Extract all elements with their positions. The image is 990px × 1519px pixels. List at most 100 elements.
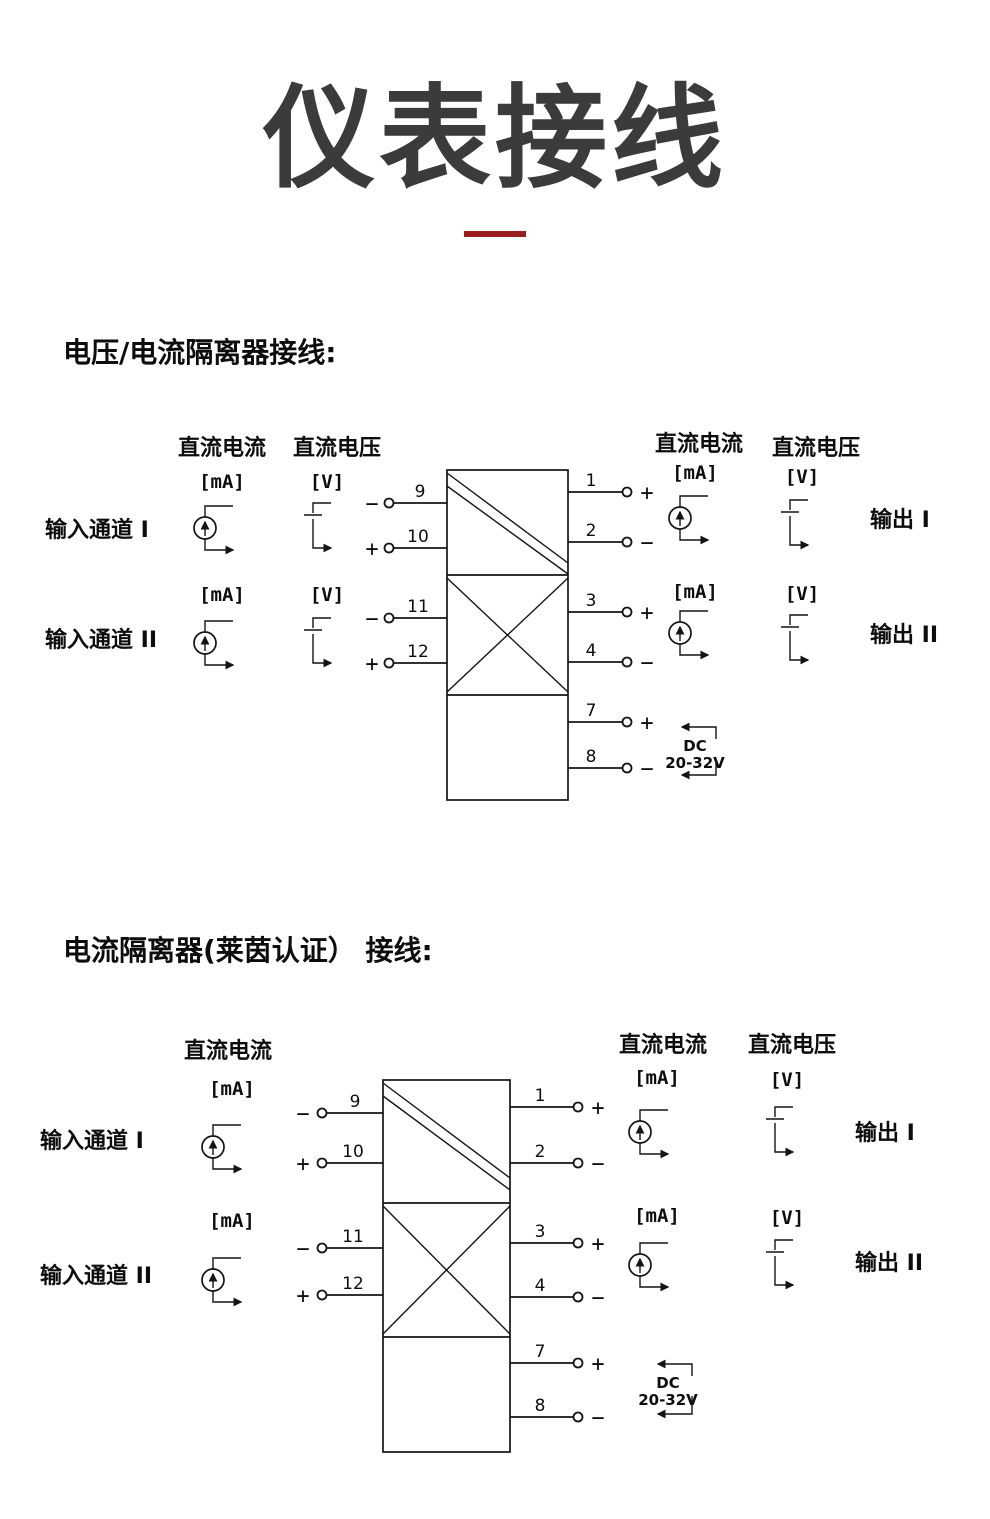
input1-voltage-source-icon [304,502,333,553]
terminal-number-8: 8 [586,747,597,767]
dc-power-label: DC [656,1374,679,1392]
terminal-number-9: 9 [350,1092,361,1112]
terminal-number-1: 1 [535,1086,546,1106]
label-input-channel-2: 输入通道 II [40,1263,152,1289]
polarity-plus: + [591,1096,604,1121]
label-input-dc-current: 直流电流 [178,435,266,461]
unit-ma-input2: [mA] [199,584,245,606]
section2-heading: 电流隔离器(莱茵认证） 接线: [63,934,433,967]
output2-current-source-icon [628,1242,670,1292]
title-underline [464,231,526,237]
dc-power-supply: DC 20-32V [638,1359,698,1419]
terminal-number-12: 12 [407,642,429,662]
polarity-minus: − [640,651,653,676]
label-input-dc-current: 直流电流 [184,1038,272,1064]
terminal-number-4: 4 [535,1276,546,1296]
polarity-minus: − [640,757,653,782]
polarity-plus: + [296,1284,309,1309]
unit-v-output2: [V] [770,1207,804,1229]
terminal-number-3: 3 [586,591,597,611]
polarity-minus: − [640,531,653,556]
polarity-minus: − [365,607,378,632]
input2-voltage-source-icon [304,617,333,668]
input1-current-source-icon [193,505,235,555]
polarity-minus: − [296,1237,309,1262]
terminal-10: 10 + [296,1142,383,1177]
output1-voltage-source-icon [766,1106,795,1157]
output1-voltage-source-icon [781,499,810,550]
label-input-channel-1: 输入通道 I [45,517,149,543]
terminal-7: 7 + [510,1342,605,1377]
unit-ma-output2: [mA] [634,1205,680,1227]
isolator-block [446,469,569,801]
polarity-plus: + [591,1232,604,1257]
unit-v-input1: [V] [310,471,344,493]
terminal-3: 3 + [510,1222,605,1257]
terminal-8: 8 − [510,1396,605,1431]
polarity-minus: − [296,1102,309,1127]
output1-current-source-icon [628,1109,670,1159]
polarity-plus: + [365,652,378,677]
terminal-number-7: 7 [535,1342,546,1362]
unit-ma-output1: [mA] [634,1067,680,1089]
output2-voltage-source-icon [781,614,810,665]
unit-v-output2: [V] [785,583,819,605]
terminal-number-2: 2 [535,1142,546,1162]
input2-current-source-icon [201,1257,243,1307]
terminal-number-8: 8 [535,1396,546,1416]
dc-power-label: DC [683,737,706,755]
unit-v-output1: [V] [785,466,819,488]
terminal-9: 9 − [296,1092,383,1127]
dc-power-range: 20-32V [638,1391,698,1409]
unit-ma-input1: [mA] [209,1078,255,1100]
isolator-block [382,1079,511,1453]
terminal-11: 11 − [296,1227,383,1262]
dc-power-range: 20-32V [665,754,725,772]
polarity-plus: + [640,481,653,506]
terminal-number-9: 9 [415,482,426,502]
terminal-2: 2 − [568,521,654,556]
terminal-number-10: 10 [342,1142,364,1162]
polarity-minus: − [591,1406,604,1431]
unit-ma-input1: [mA] [199,471,245,493]
terminal-4: 4 − [510,1276,605,1311]
terminal-12: 12 + [365,642,447,677]
output2-voltage-source-icon [766,1239,795,1290]
terminal-number-4: 4 [586,641,597,661]
label-input-channel-2: 输入通道 II [45,627,157,653]
label-output-2: 输出 II [870,622,938,648]
polarity-minus: − [591,1152,604,1177]
label-input-dc-voltage: 直流电压 [293,435,381,461]
unit-ma-output2: [mA] [672,581,718,603]
terminal-number-7: 7 [586,701,597,721]
terminal-number-1: 1 [586,471,597,491]
diagram-voltage-current-isolator: 直流电流 直流电压 直流电流 直流电压 [mA] [V] [mA] [V] [m… [45,431,938,801]
terminal-number-3: 3 [535,1222,546,1242]
terminal-2: 2 − [510,1142,605,1177]
terminal-number-10: 10 [407,527,429,547]
unit-ma-input2: [mA] [209,1210,255,1232]
dc-power-supply: DC 20-32V [665,722,725,780]
polarity-plus: + [591,1352,604,1377]
label-output-dc-current: 直流电流 [619,1032,707,1058]
input2-current-source-icon [193,620,235,670]
terminal-10: 10 + [365,527,447,562]
unit-ma-output1: [mA] [672,462,718,484]
polarity-minus: − [591,1286,604,1311]
input1-current-source-icon [201,1124,243,1174]
section1-heading: 电压/电流隔离器接线: [63,336,337,369]
label-output-dc-voltage: 直流电压 [748,1032,836,1058]
terminal-12: 12 + [296,1274,383,1309]
terminal-1: 1 + [510,1086,605,1121]
terminal-number-12: 12 [342,1274,364,1294]
terminal-3: 3 + [568,591,654,626]
terminal-4: 4 − [568,641,654,676]
label-output-1: 输出 I [855,1120,915,1146]
label-output-dc-current: 直流电流 [655,431,743,457]
unit-v-output1: [V] [770,1069,804,1091]
terminal-number-11: 11 [342,1227,364,1247]
label-output-1: 输出 I [870,507,930,533]
page-title: 仪表接线 [263,74,727,204]
terminal-9: 9 − [365,482,447,517]
